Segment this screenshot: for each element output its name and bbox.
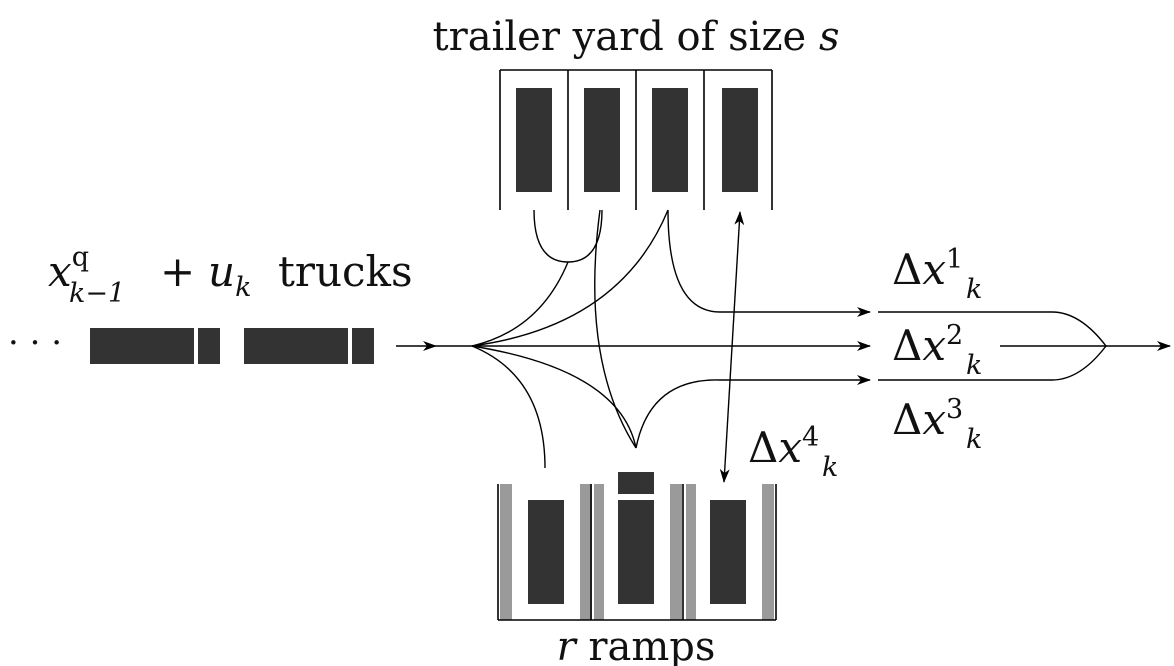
ellipsis: · · ·: [8, 323, 62, 363]
incoming-truck-1-cab: [198, 328, 220, 364]
yard-trailer-3: [652, 88, 688, 192]
flow-label-1: Δx1k: [892, 244, 982, 305]
ramp-trailer-1: [528, 500, 564, 604]
ramp-walls: [500, 484, 774, 620]
incoming-truck-1-trailer: [90, 328, 194, 364]
yard-trailer-2: [584, 88, 620, 192]
yard-trailer-4: [722, 88, 758, 192]
ramp-truck-head-2: [618, 472, 654, 494]
yard-trailer-1: [516, 88, 552, 192]
ramp-trailer-3: [710, 500, 746, 604]
trailer-yard: [499, 69, 773, 210]
flow-label-4: Δx4k: [748, 422, 838, 483]
ramp-trailer-2: [618, 500, 654, 604]
yard-ramp-link-arrow: [719, 211, 745, 483]
flow-label-2: Δx2k: [892, 320, 982, 381]
incoming-truck-2-trailer: [244, 328, 348, 364]
yard-title: trailer yard of size s: [433, 14, 840, 60]
flow-label-3: Δx3k: [892, 394, 982, 455]
flow-lines: [396, 209, 1171, 483]
incoming-truck-2-cab: [352, 328, 374, 364]
ramps-label: r ramps: [557, 624, 716, 666]
